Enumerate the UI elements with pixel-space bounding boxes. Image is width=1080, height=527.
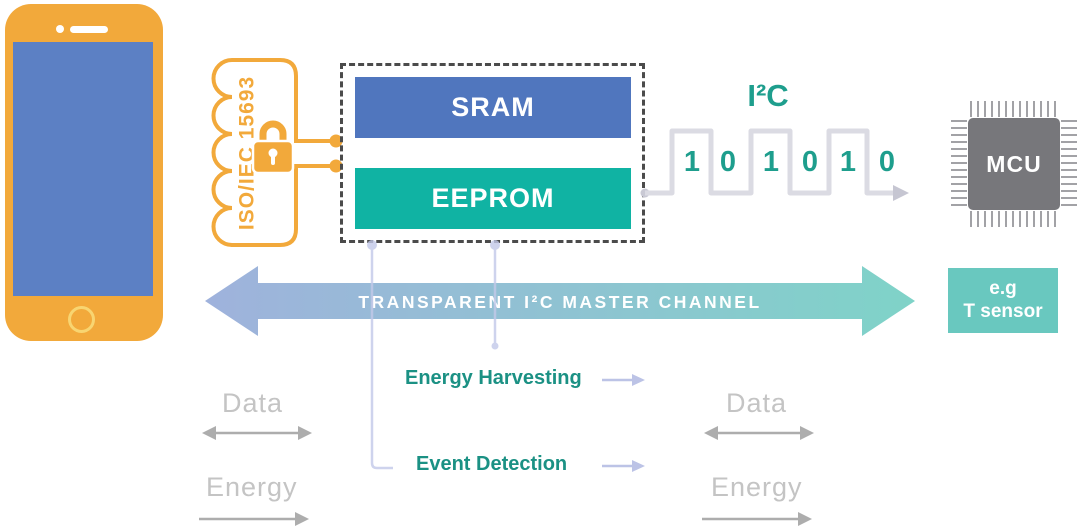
mcu-pins-bottom bbox=[970, 211, 1058, 227]
mcu-pins-left bbox=[951, 120, 967, 208]
eeprom-label: EEPROM bbox=[431, 183, 555, 213]
event-detection-label: Event Detection bbox=[416, 453, 568, 475]
mcu-pins-right bbox=[1061, 120, 1077, 208]
smartphone bbox=[5, 4, 163, 341]
mcu-label: MCU bbox=[986, 150, 1042, 177]
sensor-label-line2: T sensor bbox=[963, 300, 1043, 322]
antenna-coil-outline bbox=[211, 58, 333, 247]
feature-connector-lines bbox=[367, 240, 500, 470]
left-data-bidirectional-arrow-icon bbox=[202, 426, 312, 440]
energy-harvesting-label: Energy Harvesting bbox=[405, 367, 582, 389]
i2c-bus-label: I²C bbox=[747, 78, 789, 113]
phone-home-button-icon bbox=[68, 306, 95, 333]
connector-dot bbox=[367, 240, 377, 250]
bit-value: 0 bbox=[720, 146, 736, 178]
right-data-label: Data bbox=[726, 388, 788, 418]
eeprom-block: EEPROM bbox=[355, 168, 631, 229]
sensor-label-line1: e.g bbox=[989, 277, 1017, 299]
iso-standard-label: ISO/IEC 15693 bbox=[236, 76, 259, 230]
phone-camera-icon bbox=[56, 25, 64, 33]
bit-value: 1 bbox=[763, 146, 779, 178]
waveform-line bbox=[645, 128, 894, 196]
waveform-arrowhead-icon bbox=[893, 185, 909, 201]
left-energy-arrow-icon bbox=[199, 512, 309, 526]
connector-dot bbox=[491, 342, 499, 350]
right-data-bidirectional-arrow-icon bbox=[704, 426, 814, 440]
example-sensor-box: e.g T sensor bbox=[948, 268, 1058, 333]
right-energy-arrow-icon bbox=[702, 512, 812, 526]
event-detection-line bbox=[370, 244, 393, 470]
phone-speaker-icon bbox=[70, 26, 108, 33]
lock-icon bbox=[251, 117, 295, 175]
channel-arrow-shape bbox=[205, 266, 915, 336]
phone-screen bbox=[13, 42, 153, 296]
left-data-label: Data bbox=[222, 388, 284, 418]
left-energy-label: Energy bbox=[206, 472, 298, 502]
i2c-signal-waveform: 1 0 1 0 1 0 bbox=[640, 128, 909, 201]
transparent-i2c-master-channel-arrow: TRANSPARENT I²C MASTER CHANNEL bbox=[205, 266, 915, 336]
sram-block: SRAM bbox=[355, 77, 631, 138]
connector-dot bbox=[490, 240, 500, 250]
event-detection-arrow-icon bbox=[602, 460, 645, 472]
connector-dot-eeprom bbox=[329, 159, 343, 173]
nfc-antenna-coil: ISO/IEC 15693 bbox=[211, 58, 343, 247]
bit-value: 1 bbox=[684, 146, 700, 178]
bit-value: 0 bbox=[802, 146, 818, 178]
sram-label: SRAM bbox=[451, 92, 535, 122]
energy-harvesting-arrow-icon bbox=[602, 374, 645, 386]
connector-dot-sram bbox=[329, 134, 343, 148]
mcu-pins-top bbox=[970, 101, 1058, 117]
right-energy-label: Energy bbox=[711, 472, 803, 502]
bit-value: 0 bbox=[879, 146, 895, 178]
bit-value: 1 bbox=[840, 146, 856, 178]
mcu-chip: MCU bbox=[968, 118, 1060, 210]
channel-label: TRANSPARENT I²C MASTER CHANNEL bbox=[358, 292, 761, 312]
